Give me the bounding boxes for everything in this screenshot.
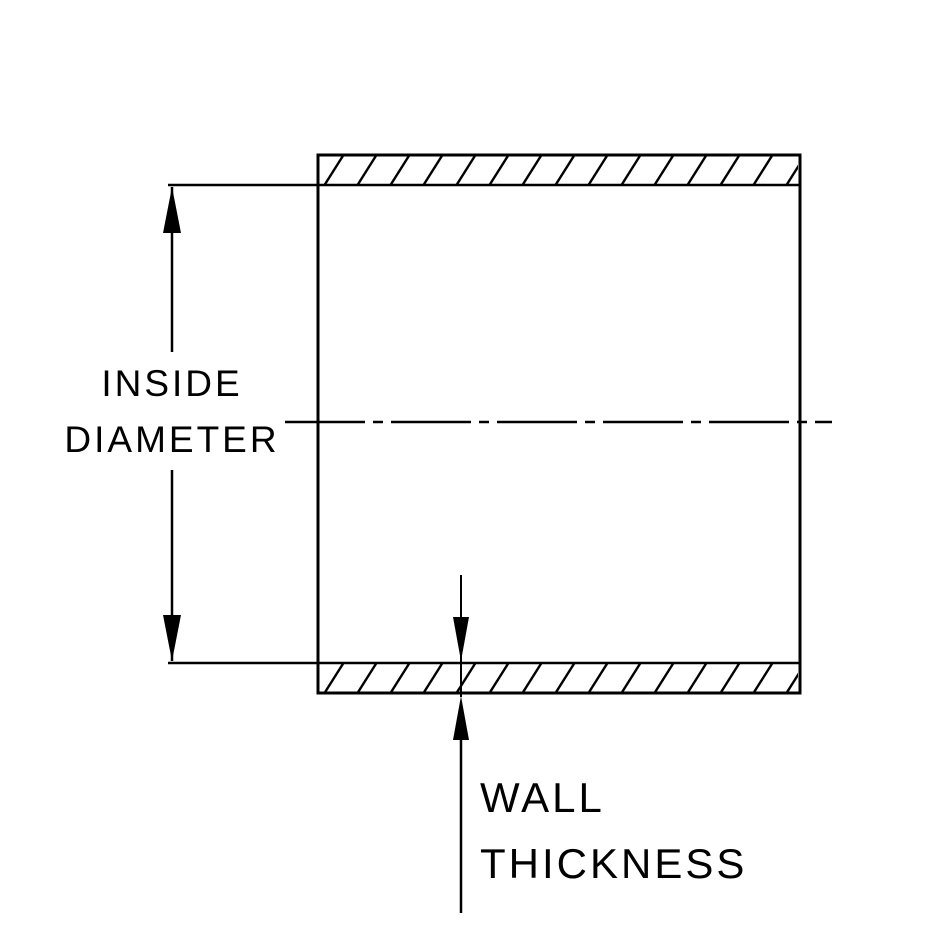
inside-diameter-label-line1: INSIDE bbox=[101, 363, 242, 404]
wall-thickness-label-line1: WALL bbox=[480, 774, 605, 821]
wall-thickness-label-line2: THICKNESS bbox=[480, 840, 747, 887]
wall-thickness-arrow-down-icon bbox=[453, 617, 469, 661]
arrow-down-icon bbox=[163, 615, 181, 661]
wall-thickness-arrow-up-icon bbox=[453, 696, 469, 740]
tube-outline bbox=[316, 153, 802, 695]
inside-diameter-label-line2: DIAMETER bbox=[64, 419, 279, 460]
arrow-up-icon bbox=[163, 187, 181, 233]
top-wall-hatch bbox=[320, 156, 798, 184]
bottom-wall-hatch bbox=[320, 664, 798, 692]
